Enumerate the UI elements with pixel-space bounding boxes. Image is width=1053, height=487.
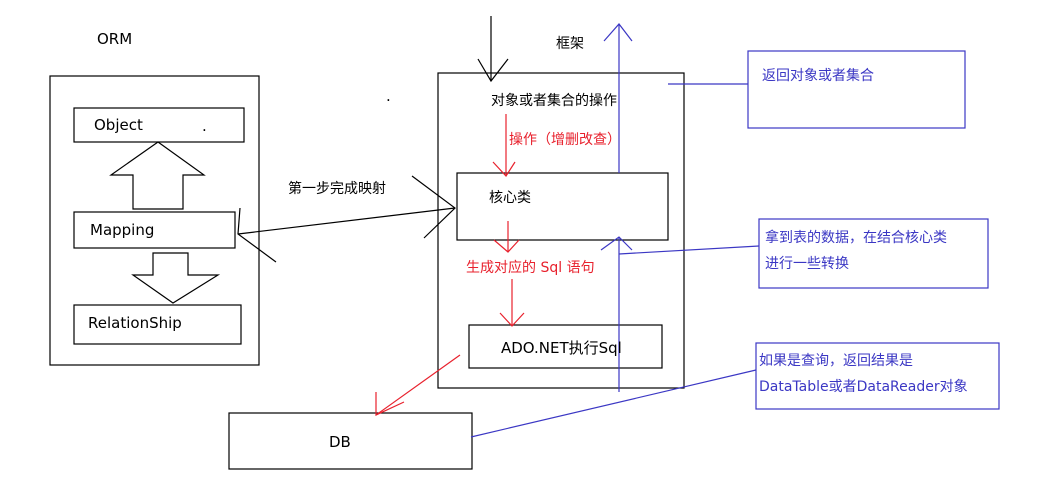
generate-arrowhead-bottom <box>499 312 525 327</box>
mapping-arrowhead-left <box>237 207 277 263</box>
core-class-box <box>456 172 669 241</box>
query-result-note-line1: 如果是查询，返回结果是 <box>759 353 913 369</box>
stray-dot: . <box>386 87 391 105</box>
ado-to-db-arrow <box>375 354 461 416</box>
core-class-label: 核心类 <box>489 190 531 206</box>
table-data-note-line2: 进行一些转换 <box>765 256 849 272</box>
db-box <box>228 412 473 470</box>
framework-entry-label: 对象或者集合的操作 <box>491 93 617 109</box>
query-result-note-box <box>755 342 1000 410</box>
db-label: DB <box>329 433 351 451</box>
down-hollow-arrow <box>131 252 221 304</box>
generate-arrowhead-top <box>493 239 520 253</box>
relationship-box <box>73 304 242 345</box>
entry-arrowhead <box>477 58 509 83</box>
framework-container <box>437 72 685 389</box>
return-objects-note: 返回对象或者集合 <box>762 68 874 84</box>
mapping-arrowhead-right <box>411 175 456 239</box>
object-label: Object <box>94 116 143 134</box>
ado-box <box>468 324 663 369</box>
relationship-label: RelationShip <box>88 314 182 332</box>
mapping-label: Mapping <box>90 221 155 239</box>
return-up-arrowhead-lower <box>600 236 633 251</box>
generate-sql-label: 生成对应的 Sql 语句 <box>466 260 595 276</box>
return-up-arrowhead-upper <box>603 23 633 42</box>
orm-container <box>49 75 260 366</box>
mapping-step-label: 第一步完成映射 <box>288 181 386 197</box>
return-objects-note-box <box>747 50 966 129</box>
table-data-note-line1: 拿到表的数据，在结合核心类 <box>765 230 947 246</box>
up-hollow-arrow <box>109 141 206 210</box>
query-result-note-line2: DataTable或者DataReader对象 <box>759 379 968 395</box>
mapping-box <box>73 211 236 249</box>
mapping-double-arrow <box>237 207 456 235</box>
orm-title: ORM <box>97 30 133 48</box>
object-dot: . <box>202 117 207 135</box>
framework-title: 框架 <box>556 36 584 52</box>
operation-arrowhead <box>492 161 516 177</box>
ado-label: ADO.NET执行Sql <box>501 339 622 357</box>
db-to-query-note-line <box>470 369 757 438</box>
table-data-note-box <box>758 218 989 289</box>
ado-to-db-arrowhead <box>375 392 405 416</box>
table-data-connector <box>618 245 760 255</box>
operation-label: 操作（增删改查） <box>509 132 621 148</box>
